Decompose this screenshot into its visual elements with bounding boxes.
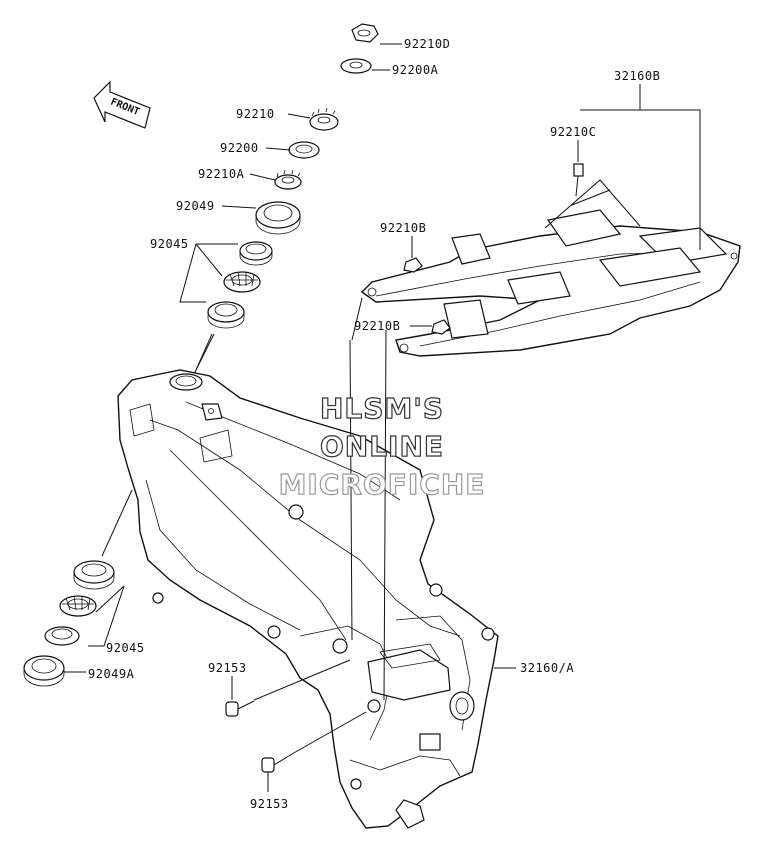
leader-32160B-tree	[544, 179, 641, 229]
front-arrow-icon: FRONT	[93, 80, 151, 129]
locknut-92210[interactable]	[309, 107, 339, 131]
label-92045-top: 92045	[150, 237, 189, 251]
race-92045-lower[interactable]	[207, 301, 245, 329]
washer-92200A[interactable]	[340, 58, 372, 74]
leader-headstock	[195, 333, 213, 371]
label-92210D: 92210D	[404, 37, 450, 51]
leader-92045-bottom	[88, 585, 125, 647]
label-92045-bottom: 92045	[106, 641, 145, 655]
race-92045-bottom-1[interactable]	[73, 560, 115, 590]
subframe-32160B[interactable]	[360, 209, 741, 357]
bearing-upper[interactable]	[223, 271, 261, 293]
leader-32160B	[580, 109, 701, 250]
leader-92210	[287, 113, 311, 119]
leader-92210A	[249, 173, 276, 181]
label-92200: 92200	[220, 141, 259, 155]
bolt-92210C[interactable]	[573, 163, 584, 197]
watermark-line2: ONLINE	[320, 430, 444, 463]
label-92210C: 92210C	[550, 125, 596, 139]
label-92210B-2: 92210B	[354, 319, 400, 333]
leader-bolt-upper-axis	[253, 659, 351, 701]
leader-92045-top	[179, 243, 238, 303]
leader-92200	[265, 147, 291, 151]
washer-92200[interactable]	[288, 141, 320, 159]
guide-line-3	[351, 297, 363, 341]
nut-92210B-upper[interactable]	[403, 257, 423, 273]
race-92045-bottom-2[interactable]	[44, 626, 80, 646]
bearing-lower[interactable]	[59, 595, 97, 617]
label-32160A: 32160/A	[520, 661, 574, 675]
label-92200A: 92200A	[392, 63, 439, 77]
race-92045-upper[interactable]	[239, 241, 273, 266]
label-92049A: 92049A	[88, 667, 135, 681]
locknut-92210A[interactable]	[274, 169, 302, 190]
guide-line-1	[349, 339, 353, 641]
leader-92049	[221, 205, 257, 209]
leader-to-lower-head	[101, 489, 133, 557]
label-92210A: 92210A	[198, 167, 245, 181]
leader-bolt-lower-axis	[291, 711, 367, 755]
watermark-line1: HLSM'S	[320, 392, 444, 425]
watermark-line3: MICROFICHE	[279, 468, 486, 501]
label-92153-1: 92153	[208, 661, 247, 675]
main-frame-32160A[interactable]	[117, 369, 499, 829]
seal-92049[interactable]	[255, 201, 301, 235]
nut-92210D[interactable]	[351, 23, 379, 43]
guide-line-2	[383, 329, 387, 701]
bolt-92153-lower[interactable]	[261, 753, 293, 773]
leader-32160B-tree2	[571, 189, 611, 206]
nut-92210B-lower[interactable]	[431, 319, 451, 335]
label-32160B: 32160B	[614, 69, 660, 83]
label-92153-2: 92153	[250, 797, 289, 811]
seal-92049A[interactable]	[23, 655, 65, 687]
label-92210B-1: 92210B	[380, 221, 426, 235]
bolt-92153-upper[interactable]	[225, 700, 255, 717]
label-92049: 92049	[176, 199, 215, 213]
label-92210: 92210	[236, 107, 275, 121]
